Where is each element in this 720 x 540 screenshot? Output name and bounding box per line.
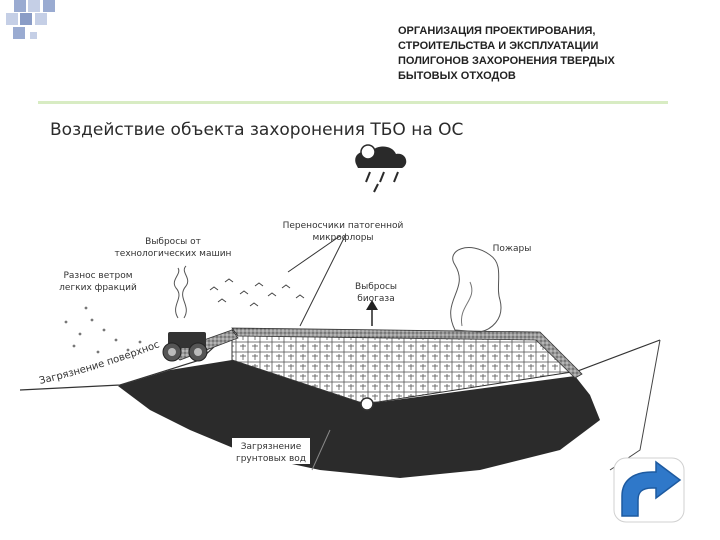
wind-label-line1: Разнос ветром xyxy=(63,271,132,281)
groundwater-label-line1: Загрязнение xyxy=(241,442,302,452)
pathogens-pointer xyxy=(299,235,346,327)
header-title: ОРГАНИЗАЦИЯ ПРОЕКТИРОВАНИЯ, СТРОИТЕЛЬСТВ… xyxy=(398,24,698,84)
corner-squares-decoration xyxy=(6,0,55,39)
surface-runoff-label: Загрязнение поверхностного стока xyxy=(0,0,161,387)
cover-layer xyxy=(231,327,583,379)
compactor-machine xyxy=(162,332,208,362)
curved-arrow-icon xyxy=(621,460,682,517)
wind-blown-particles xyxy=(64,306,142,354)
fires-label: Пожары xyxy=(493,244,532,254)
groundwater-label-box xyxy=(232,438,310,464)
right-slope-line xyxy=(609,339,661,471)
groundwater-pointer xyxy=(311,429,331,471)
drainage-point xyxy=(360,397,374,411)
header-divider xyxy=(38,101,668,104)
machines-label-line1: Выбросы от xyxy=(145,237,201,247)
wind-label-line2: легких фракций xyxy=(59,283,137,293)
rain-cloud xyxy=(355,144,407,193)
pathogens-label-line1: Переносчики патогенной xyxy=(283,221,404,231)
machine-exhaust-plume xyxy=(173,267,180,319)
next-slide-button[interactable] xyxy=(612,452,688,524)
header-title-line: БЫТОВЫХ ОТХОДОВ xyxy=(398,70,516,82)
birds xyxy=(209,278,305,307)
groundwater-label-line2: грунтовых вод xyxy=(236,454,306,464)
header-title-line: ПОЛИГОНОВ ЗАХОРОНЕНИЯ ТВЕРДЫХ xyxy=(398,55,615,67)
slide-title: Воздействие объекта захоронения ТБО на О… xyxy=(50,120,464,140)
pathogens-label-line2: микрофлоры xyxy=(312,233,373,243)
surface-runoff-text: Загрязнение поверхностного стока xyxy=(0,0,161,387)
biogas-arrow xyxy=(366,300,378,326)
pathogens-pointer-2 xyxy=(287,235,341,273)
machines-label-line2: технологических машин xyxy=(115,249,232,259)
biogas-label-line2: биогаза xyxy=(357,294,394,304)
fire-smoke-plume xyxy=(450,247,502,333)
biogas-label-line1: Выбросы xyxy=(355,282,397,292)
header-title-line: СТРОИТЕЛЬСТВА И ЭКСПЛУАТАЦИИ xyxy=(398,40,599,52)
header-title-line: ОРГАНИЗАЦИЯ ПРОЕКТИРОВАНИЯ, xyxy=(398,25,596,37)
